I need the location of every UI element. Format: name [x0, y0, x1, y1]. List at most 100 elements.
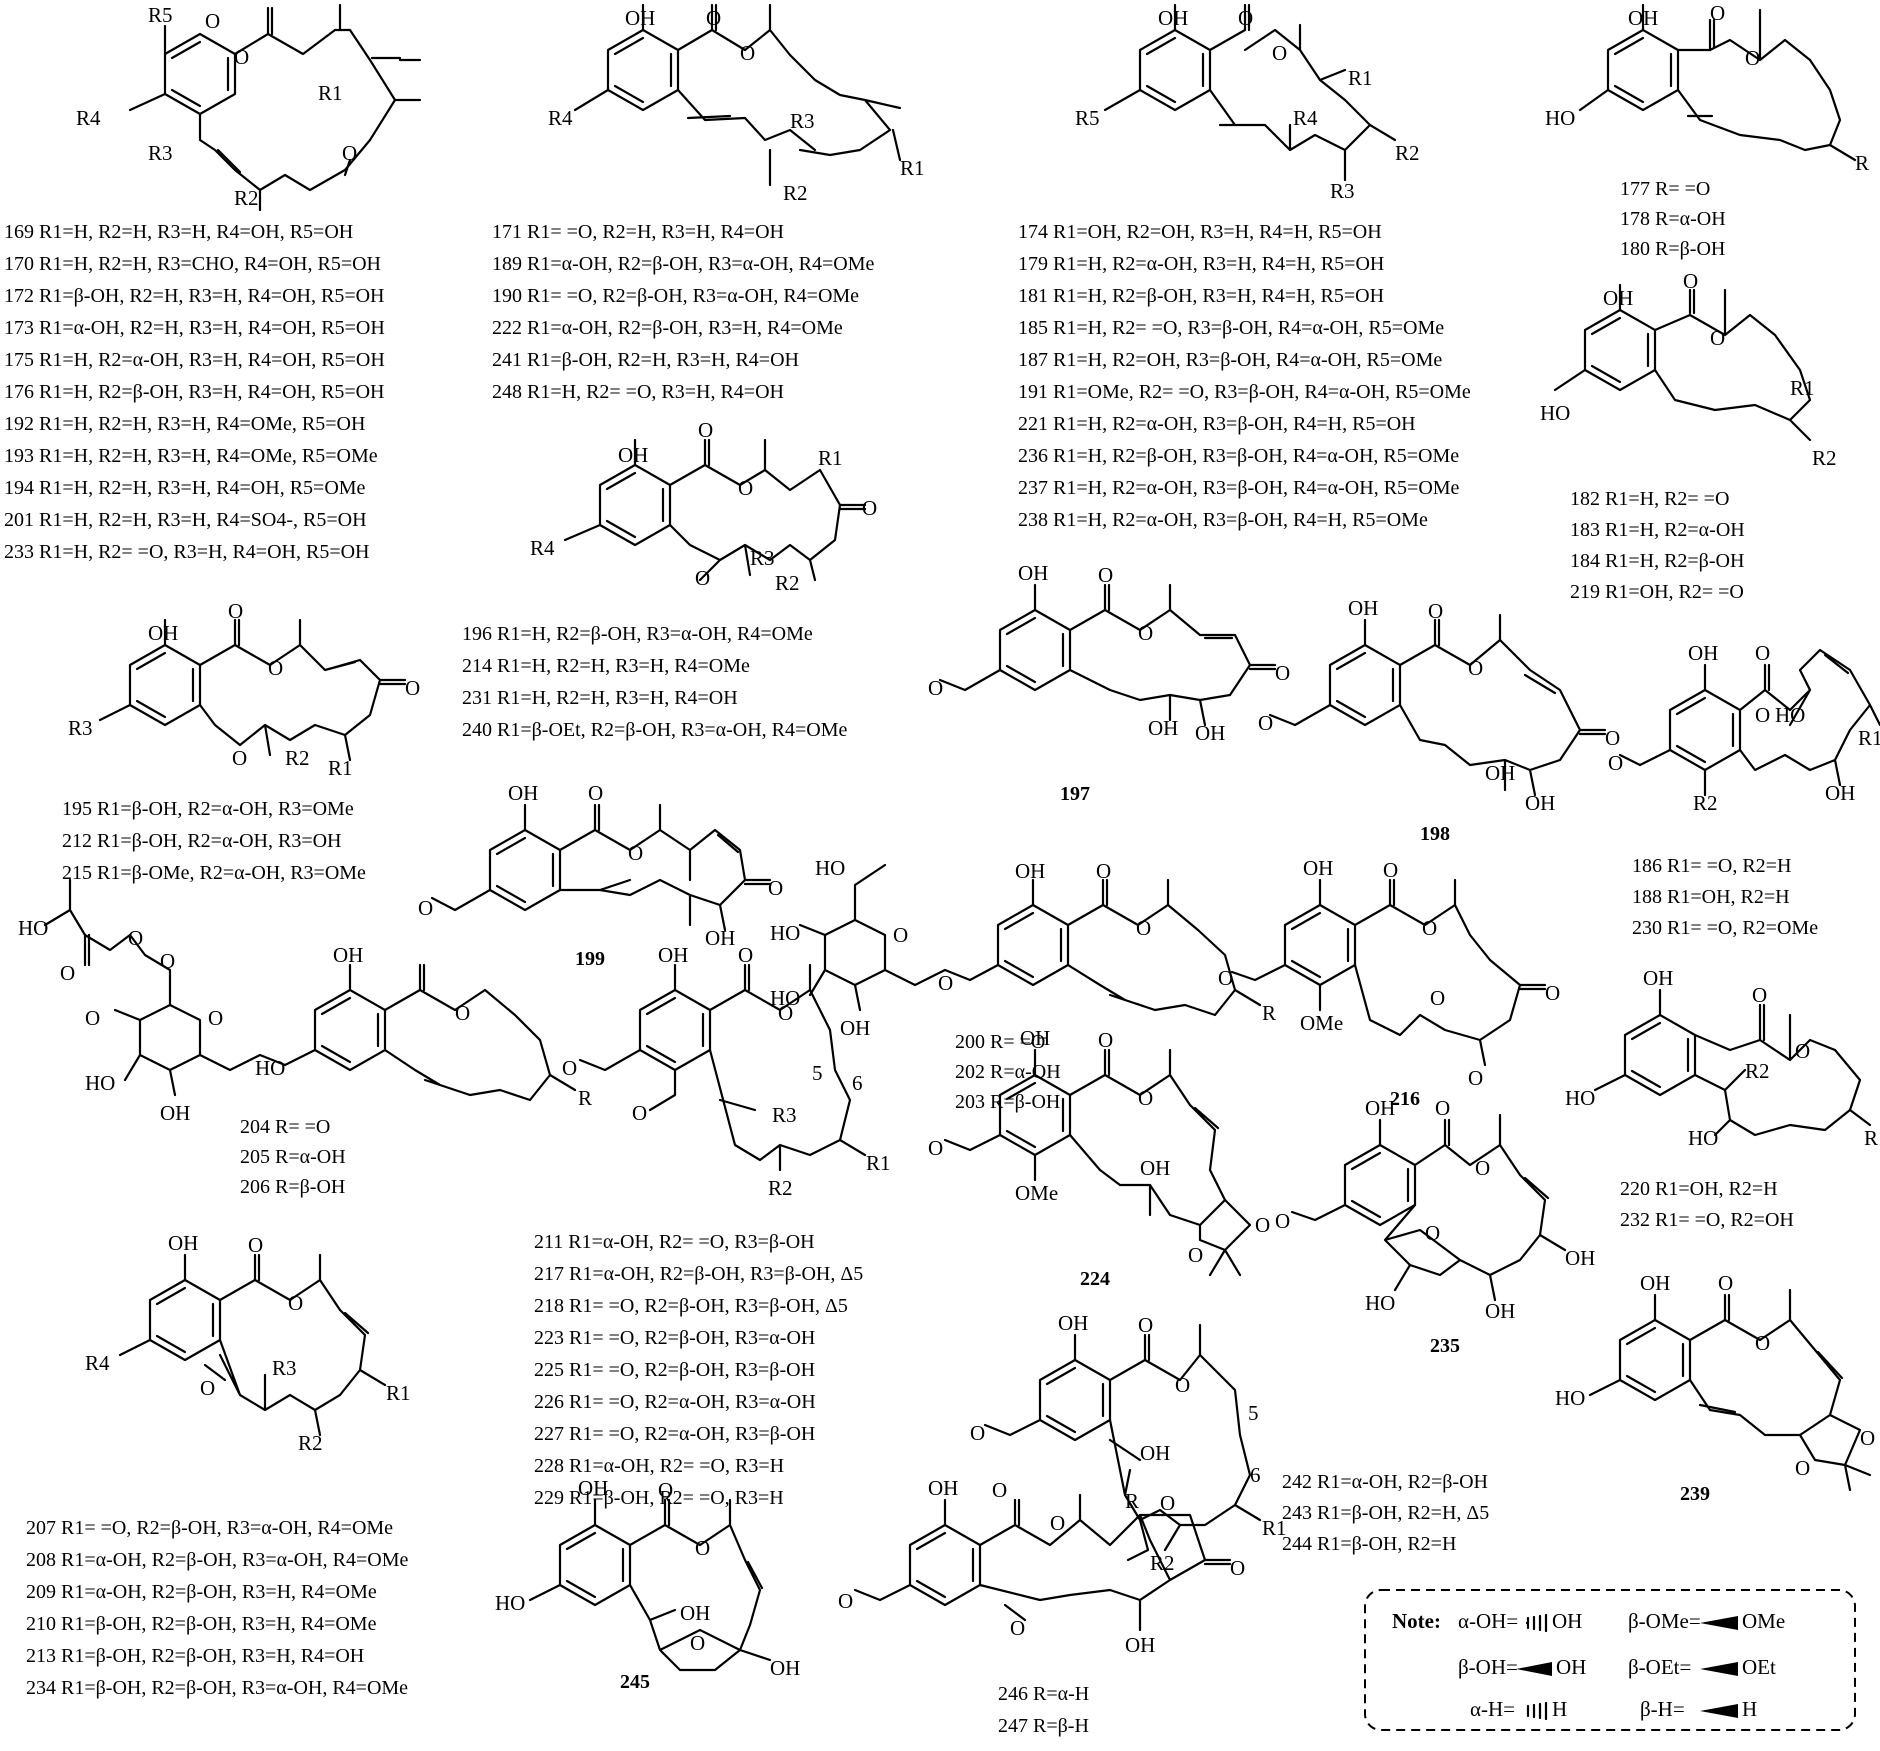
- structure-239: OH O O HO O O 239: [1555, 1271, 1875, 1505]
- atom-label: O: [778, 1001, 793, 1025]
- structure-211: OH O O 5 6 O O R3 R1 R2 211 R1=α-OH, R2=…: [534, 943, 891, 1509]
- atom-label: O: [1138, 621, 1153, 645]
- compound-242: 242 R1=α-OH, R2=β-OH: [1282, 1471, 1488, 1493]
- atom-label: O: [248, 1233, 263, 1257]
- atom-label: O: [695, 566, 710, 590]
- compound-246: 246 R=α-H: [998, 1683, 1089, 1705]
- wedge-bond-icon: [1700, 1704, 1738, 1718]
- hashed-bond-icon: [1526, 1701, 1548, 1721]
- compound-238: 238 R1=H, R2=α-OH, R3=β-OH, R4=H, R5=OMe: [1018, 509, 1428, 531]
- atom-label: OH: [1158, 6, 1188, 30]
- atom-label: O: [1275, 1209, 1290, 1233]
- atom-label: OH: [1140, 1441, 1170, 1465]
- atom-label: O: [1683, 269, 1698, 293]
- atom-label: O: [1468, 656, 1483, 680]
- atom-label: O: [938, 971, 953, 995]
- atom-label: HO: [1555, 1386, 1585, 1410]
- compound-221: 221 R1=H, R2=α-OH, R3=β-OH, R4=H, R5=OH: [1018, 413, 1416, 435]
- atom-label: O: [200, 1376, 215, 1400]
- atom-label: O: [1718, 1271, 1733, 1295]
- atom-label: 6: [1250, 1463, 1261, 1487]
- atom-label: O: [1230, 1556, 1245, 1580]
- atom-label: O: [268, 656, 283, 680]
- atom-label: O: [838, 1589, 853, 1613]
- atom-label: R5: [1075, 106, 1100, 130]
- compound-186: 186 R1= =O, R2=H: [1632, 855, 1791, 877]
- compound-232: 232 R1= =O, R2=OH: [1620, 1209, 1794, 1231]
- compound-169: 169 R1=H, R2=H, R3=H, R4=OH, R5=OH: [4, 221, 353, 243]
- compound-240: 240 R1=β-OEt, R2=β-OH, R3=α-OH, R4=OMe: [462, 719, 848, 741]
- atom-label: HO: [1775, 703, 1805, 727]
- note-beta-h-label: β-H=: [1640, 1697, 1685, 1721]
- atom-label: R3: [68, 716, 93, 740]
- atom-label: OH: [1348, 596, 1378, 620]
- compound-188: 188 R1=OH, R2=H: [1632, 886, 1790, 908]
- compound-241: 241 R1=β-OH, R2=H, R3=H, R4=OH: [492, 349, 799, 371]
- atom-label: O: [1138, 1313, 1153, 1337]
- compound-248: 248 R1=H, R2= =O, R3=H, R4=OH: [492, 381, 784, 403]
- compound-list: 171 R1= =O, R2=H, R3=H, R4=OH 189 R1=α-O…: [492, 221, 874, 403]
- note-beta-oh-label: β-OH=: [1458, 1655, 1518, 1679]
- compound-208: 208 R1=α-OH, R2=β-OH, R3=α-OH, R4=OMe: [26, 1549, 408, 1571]
- atom-label: O: [128, 926, 143, 950]
- atom-label: R2: [768, 1176, 793, 1200]
- note-beta-oet-label: β-OEt=: [1628, 1655, 1691, 1679]
- atom-label: O: [1475, 1156, 1490, 1180]
- structure-169: R5 O O R1 R4 R3 O R2 169 R1=H, R2=H, R3=…: [4, 3, 422, 563]
- compound-214: 214 R1=H, R2=H, R3=H, R4=OMe: [462, 655, 750, 677]
- atom-label: R2: [1745, 1059, 1770, 1083]
- structure-196: OH O O R1 R4 O O R3 R2 196 R1=H, R2=β-OH…: [462, 418, 877, 741]
- atom-label: O: [970, 1421, 985, 1445]
- atom-label: 6: [852, 1071, 863, 1095]
- structure-174: OH O O R1 R5 R4 R2 R3 174 R1=OH, R2=OH, …: [1018, 3, 1471, 531]
- atom-label: O: [1255, 1213, 1270, 1237]
- atom-label: O: [706, 6, 721, 30]
- compound-list: 242 R1=α-OH, R2=β-OH 243 R1=β-OH, R2=H, …: [1282, 1471, 1489, 1555]
- atom-label: R3: [790, 109, 815, 133]
- structure-197: OH O O O O OH OH 197: [928, 561, 1290, 805]
- atom-label: O: [232, 746, 247, 770]
- compound-216: 216: [1390, 1088, 1420, 1110]
- compound-list: 195 R1=β-OH, R2=α-OH, R3=OMe 212 R1=β-OH…: [62, 798, 366, 884]
- atom-label: OH: [840, 1016, 870, 1040]
- atom-label: R3: [272, 1356, 297, 1380]
- atom-label: O: [1435, 1096, 1450, 1120]
- compound-185: 185 R1=H, R2= =O, R3=β-OH, R4=α-OH, R5=O…: [1018, 317, 1444, 339]
- atom-label: R1: [328, 756, 353, 780]
- structure-177: OH O O HO R 177 R= =O 178 R=α-OH 180 R=β…: [1545, 1, 1869, 260]
- note-beta-ome-label: β-OMe=: [1628, 1609, 1701, 1633]
- note-beta-h-group: H: [1742, 1697, 1757, 1721]
- atom-label: OH: [1628, 6, 1658, 30]
- atom-label: O: [234, 45, 249, 69]
- compound-list: 169 R1=H, R2=H, R3=H, R4=OH, R5=OH 170 R…: [4, 221, 385, 563]
- atom-label: O: [1138, 1086, 1153, 1110]
- wedge-bond-icon: [1700, 1662, 1738, 1676]
- atom-label: OH: [1640, 1271, 1670, 1295]
- atom-label: O: [768, 876, 783, 900]
- atom-label: HO: [85, 1071, 115, 1095]
- atom-label: HO: [495, 1591, 525, 1615]
- atom-label: O: [1755, 1331, 1770, 1355]
- compound-243: 243 R1=β-OH, R2=H, Δ5: [1282, 1502, 1489, 1524]
- compound-209: 209 R1=α-OH, R2=β-OH, R3=H, R4=OMe: [26, 1581, 377, 1603]
- note-title: Note:: [1392, 1609, 1441, 1633]
- atom-label: O: [205, 9, 220, 33]
- compound-174: 174 R1=OH, R2=OH, R3=H, R4=H, R5=OH: [1018, 221, 1382, 243]
- atom-label: HO: [770, 921, 800, 945]
- atom-label: 5: [1248, 1401, 1259, 1425]
- atom-label: R4: [76, 106, 101, 130]
- compound-189: 189 R1=α-OH, R2=β-OH, R3=α-OH, R4=OMe: [492, 253, 874, 275]
- atom-label: OH: [1018, 561, 1048, 585]
- compound-224: 224: [1080, 1268, 1110, 1290]
- atom-label: O: [562, 1056, 577, 1080]
- compound-list: 177 R= =O 178 R=α-OH 180 R=β-OH: [1620, 178, 1726, 260]
- atom-label: O: [1258, 711, 1273, 735]
- atom-label: R1: [1864, 1126, 1880, 1150]
- compound-236: 236 R1=H, R2=β-OH, R3=β-OH, R4=α-OH, R5=…: [1018, 445, 1459, 467]
- atom-label: R4: [85, 1351, 110, 1375]
- structure-195: OH O O R3 O O R2 R1 195 R1=β-OH, R2=α-OH…: [62, 599, 420, 884]
- compound-197: 197: [1060, 783, 1090, 805]
- atom-label: O: [628, 841, 643, 865]
- atom-label: R3: [750, 546, 775, 570]
- atom-label: OH: [1825, 781, 1855, 805]
